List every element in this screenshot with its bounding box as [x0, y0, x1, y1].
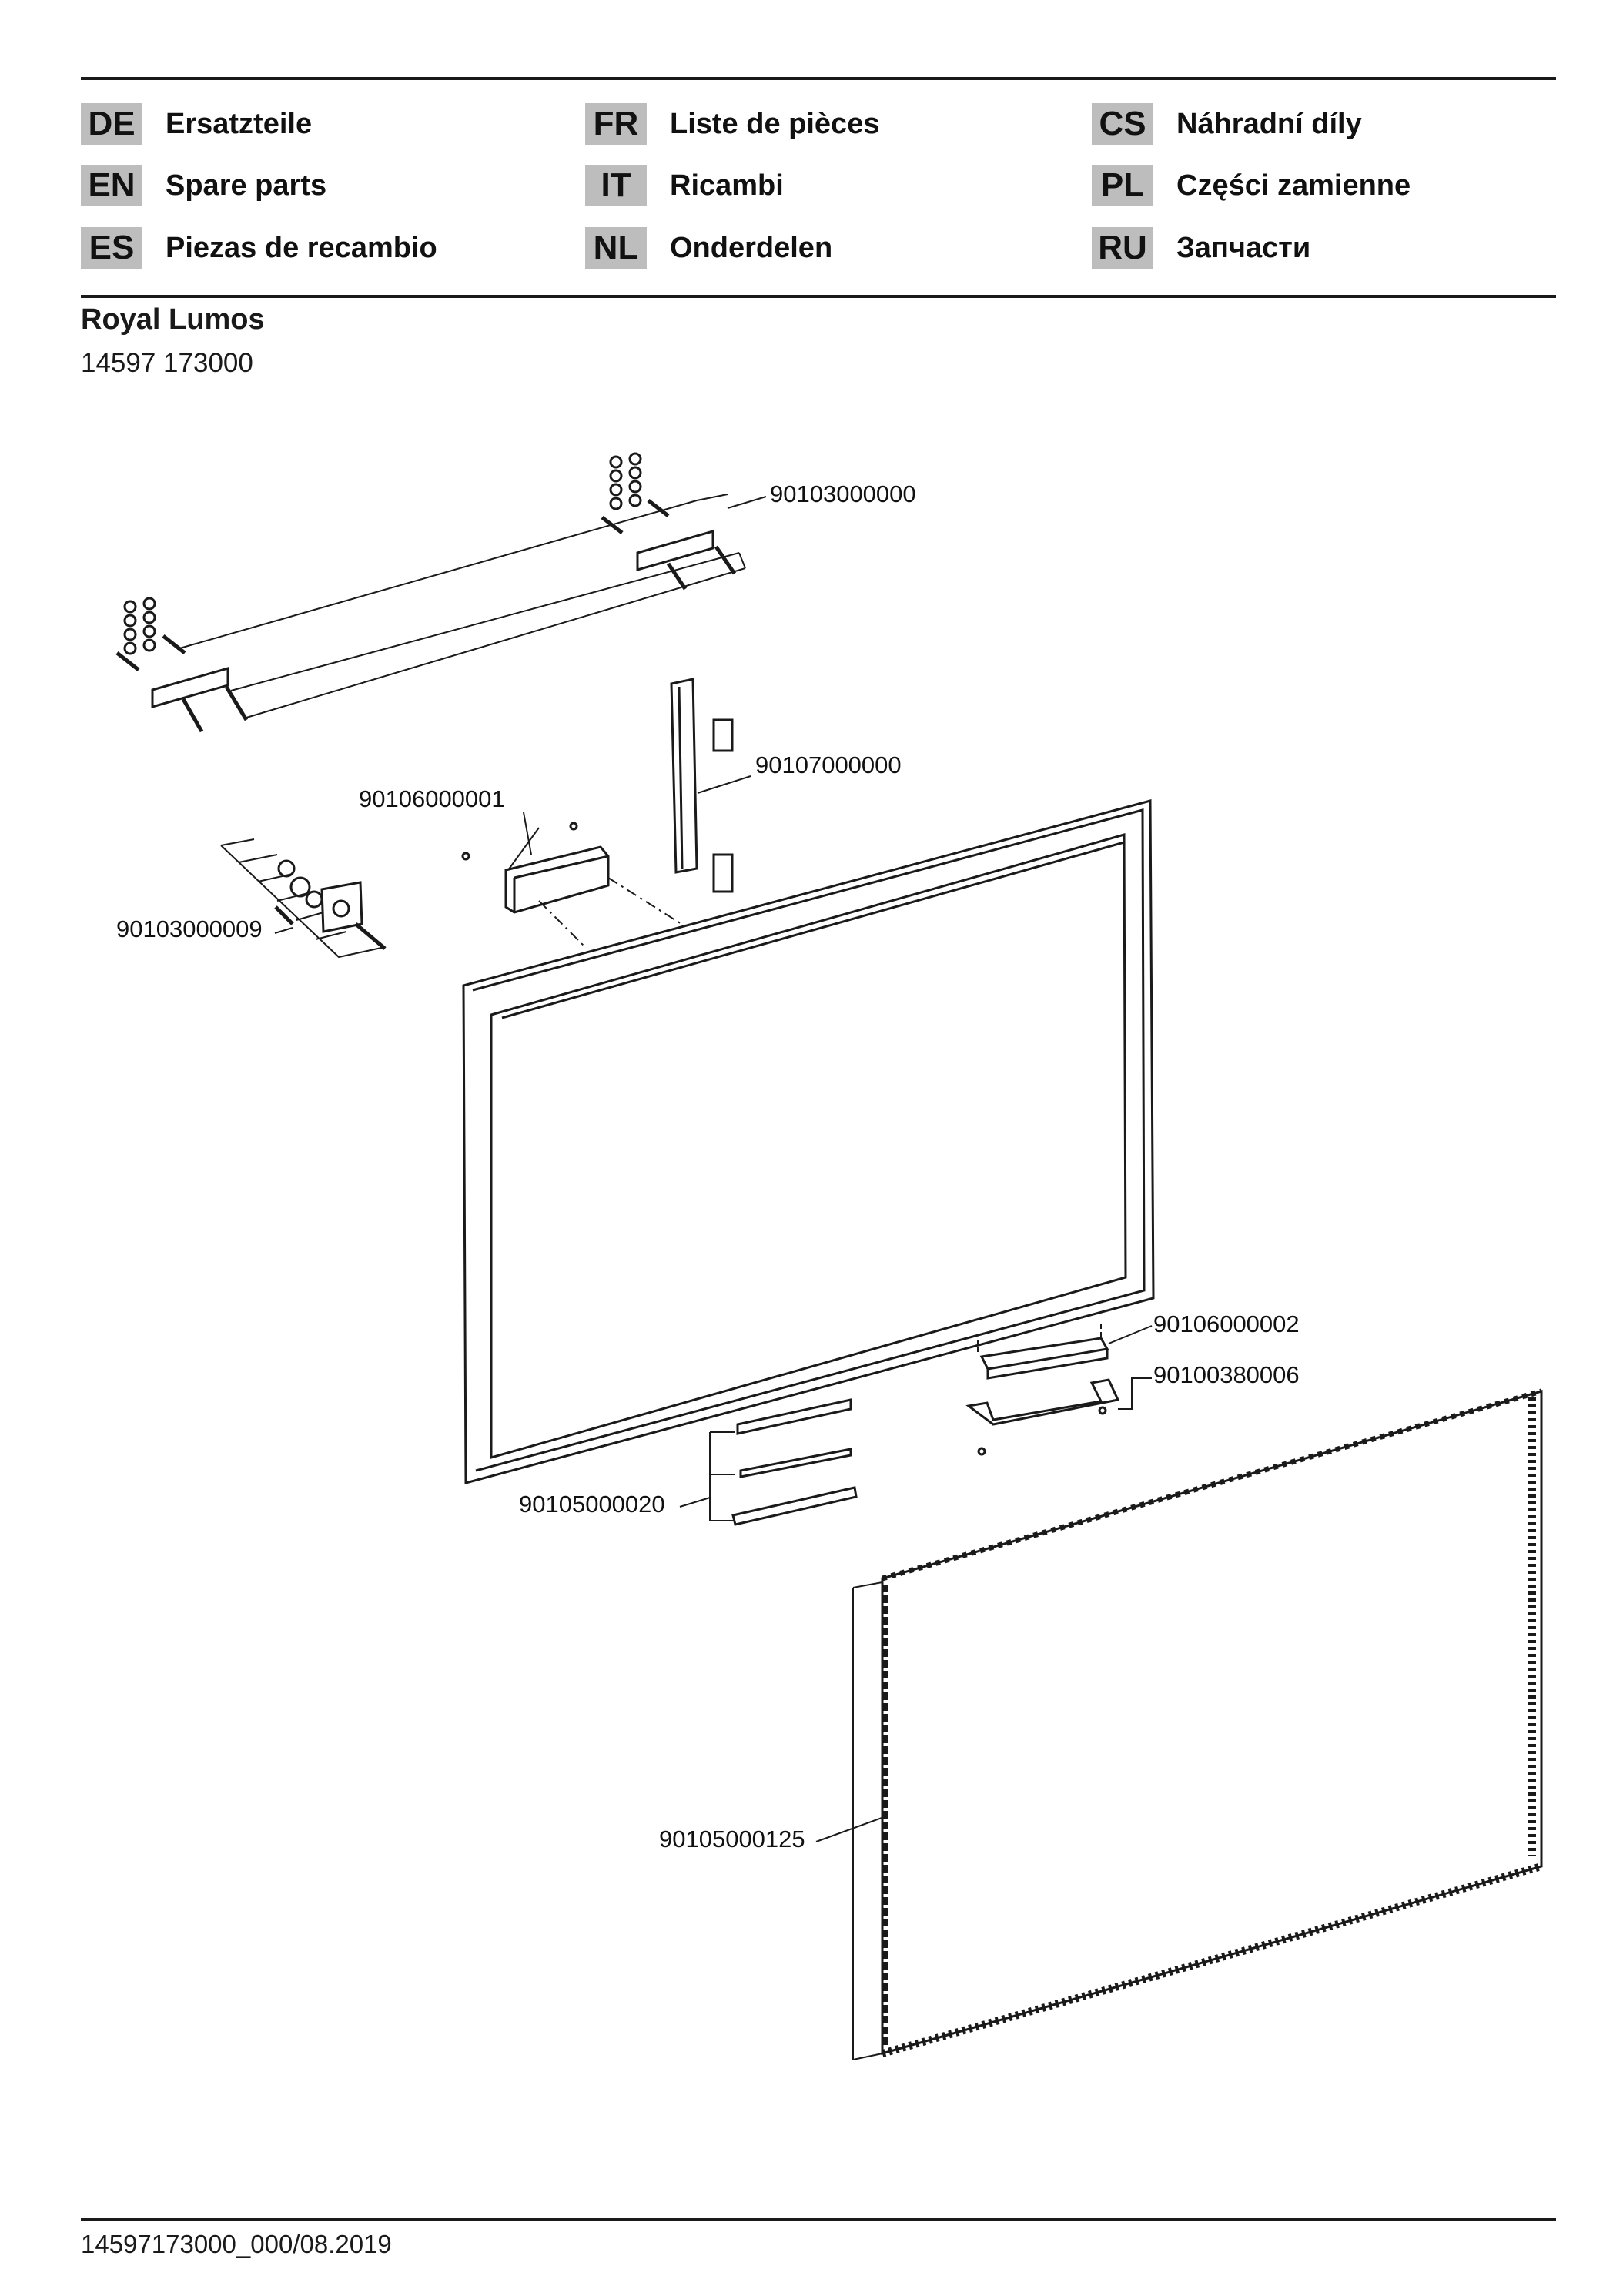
wall-bracket-assembly	[115, 452, 746, 733]
junction-box	[461, 822, 682, 948]
lang-fr: FR Liste de pièces	[585, 103, 879, 145]
screws	[115, 499, 737, 733]
lang-badge: EN	[81, 165, 142, 206]
lang-label: Spare parts	[166, 169, 327, 202]
lang-label: Części zamienne	[1176, 169, 1411, 202]
lang-badge: FR	[585, 103, 647, 145]
lang-label: Ricambi	[670, 169, 784, 202]
article-number: 14597 173000	[81, 348, 253, 378]
part-number-bottom-strips: 90105000020	[519, 1491, 665, 1518]
lang-badge: CS	[1092, 103, 1153, 145]
lang-badge: DE	[81, 103, 142, 145]
switch-bracket	[965, 1378, 1120, 1456]
bracket-left	[151, 667, 229, 708]
washer-stack-left	[123, 597, 156, 655]
bracket-right	[636, 530, 714, 571]
top-rule	[81, 77, 1556, 80]
part-number-switch-bracket: 90100380006	[1153, 1361, 1300, 1388]
lang-label: Piezas de recambio	[166, 231, 437, 264]
lang-badge: NL	[585, 227, 647, 269]
lang-label: Náhradní díly	[1176, 107, 1362, 140]
part-number-driver: 90107000000	[755, 751, 902, 778]
footer-rule	[81, 2218, 1556, 2221]
switch-module	[977, 1324, 1109, 1380]
part-number-switch-module: 90106000002	[1153, 1310, 1300, 1337]
product-name: Royal Lumos	[81, 303, 265, 336]
lang-label: Onderdelen	[670, 231, 833, 264]
led-panel	[852, 1388, 1543, 2060]
header-rule	[81, 295, 1556, 298]
lang-pl: PL Części zamienne	[1092, 165, 1411, 206]
driver-unit	[670, 678, 751, 893]
lang-badge: ES	[81, 227, 142, 269]
document-code: 14597173000_000/08.2019	[81, 2230, 392, 2258]
spacer-kit	[220, 838, 387, 959]
lang-label: Ersatzteile	[166, 107, 313, 140]
lang-de: DE Ersatzteile	[81, 103, 312, 145]
lang-nl: NL Onderdelen	[585, 227, 832, 269]
part-number-wall-brackets: 90103000000	[770, 480, 916, 507]
part-number-spacer-kit: 90103000009	[116, 915, 263, 942]
lang-es: ES Piezas de recambio	[81, 227, 437, 269]
lang-en: EN Spare parts	[81, 165, 326, 206]
lang-label: Liste de pièces	[670, 107, 880, 140]
lang-label: Запчасти	[1176, 231, 1311, 264]
lang-ru: RU Запчасти	[1092, 227, 1310, 269]
lang-cs: CS Náhradní díly	[1092, 103, 1362, 145]
leader-lines	[274, 496, 1153, 1842]
lang-it: IT Ricambi	[585, 165, 784, 206]
mirror-frame	[462, 799, 1155, 1484]
lang-badge: PL	[1092, 165, 1153, 206]
part-number-junction-box: 90106000001	[359, 785, 505, 812]
lang-badge: IT	[585, 165, 647, 206]
washer-stack-right	[609, 452, 642, 510]
lang-badge: RU	[1092, 227, 1153, 269]
part-number-led-panel: 90105000125	[659, 1826, 805, 1853]
bottom-strips	[709, 1398, 858, 1526]
